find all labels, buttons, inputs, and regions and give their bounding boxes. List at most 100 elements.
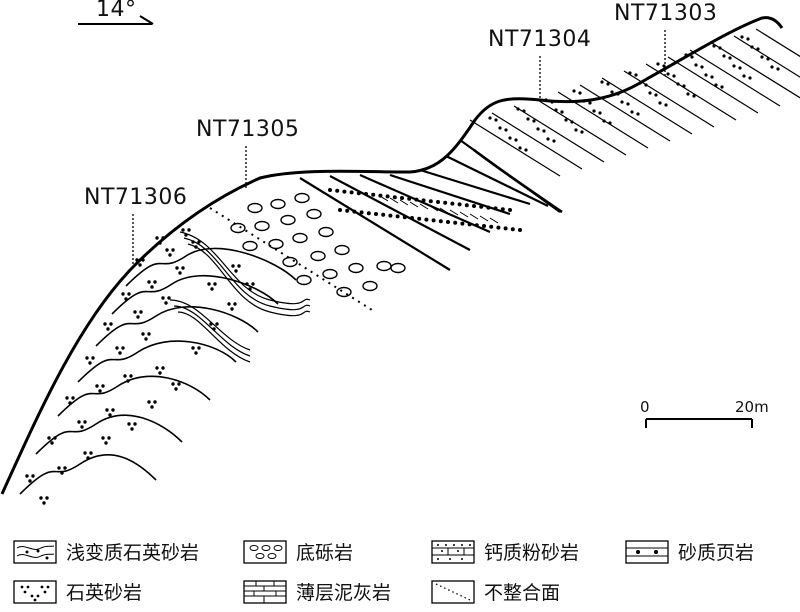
right-sandstone-dot	[648, 91, 651, 94]
right-sandstone-dot	[636, 112, 639, 115]
quartz-sandstone-dot-cluster	[194, 351, 197, 354]
right-sandstone-dot	[526, 117, 529, 120]
calcareous-siltstone-dash	[410, 202, 418, 207]
right-sandstone-dot	[720, 85, 723, 88]
sandy-shale-dot	[496, 226, 500, 230]
calcareous-siltstone-dash	[400, 200, 408, 205]
quartz-sandstone-dot-cluster	[191, 346, 194, 349]
conglomerate-pebble	[293, 234, 307, 243]
quartz-sandstone-dot-cluster	[251, 282, 254, 285]
conglomerate-pebble	[311, 252, 325, 261]
conglomerate-pebble	[391, 264, 405, 273]
sandy-shale-dot	[472, 204, 476, 208]
quartz-sandstone-dot-cluster	[98, 389, 101, 392]
sample-label-nt71306: NT71306	[84, 185, 187, 210]
right-sandstone-dot	[692, 94, 695, 97]
conglomerate-pebble	[283, 258, 297, 267]
quartz-sandstone-dot-cluster	[177, 382, 180, 385]
quartz-sandstone-dot-cluster	[213, 282, 216, 285]
right-sandstone-dot	[488, 116, 491, 119]
scale-bar: 0 20m	[640, 398, 769, 428]
quartz-sandstone-bed-line	[58, 376, 210, 416]
sandy-shale-dot	[414, 198, 418, 202]
quartz-sandstone-dot-cluster	[105, 408, 108, 411]
right-sandstone-dot	[572, 89, 575, 92]
sandy-shale-dot	[501, 207, 505, 211]
right-sandstone-dot	[714, 83, 717, 86]
right-sandstone-dot	[722, 54, 725, 57]
orientation-indicator: 14°	[78, 0, 153, 24]
quartz-sandstone-dot-cluster	[129, 374, 132, 377]
right-sandstone-dot	[728, 56, 731, 59]
quartz-sandstone-dot-cluster	[147, 280, 150, 283]
conglomerate-pebble	[231, 224, 245, 233]
right-sandstone-bed-line	[536, 99, 626, 155]
quartz-sandstone-dot-cluster	[133, 310, 136, 313]
legend-item-thin-bedded-argillaceous-limestone: 薄层泥灰岩	[244, 581, 391, 604]
right-sandstone-dot	[644, 83, 647, 86]
quartz-sandstone-dot-cluster	[150, 405, 153, 408]
sandy-shale-dot	[364, 192, 368, 196]
quartz-sandstone-dot-cluster	[53, 436, 56, 439]
quartz-sandstone-dot-cluster	[28, 479, 31, 482]
quartz-sandstone-bed-line	[36, 415, 182, 454]
quartz-sandstone-dot-cluster	[138, 263, 141, 266]
quartz-sandstone-dot-cluster	[139, 310, 142, 313]
right-sandstone-dot	[552, 139, 555, 142]
right-sandstone-dot	[748, 76, 751, 79]
right-sandstone-dot	[592, 109, 595, 112]
quartz-sandstone-dot-cluster	[231, 264, 234, 267]
right-sandstone-dot	[516, 107, 519, 110]
right-sandstone-dot	[628, 71, 631, 74]
right-sandstone-dot	[598, 111, 601, 114]
quartz-sandstone-dot-cluster	[121, 346, 124, 349]
sandy-shale-dot	[417, 217, 421, 221]
quartz-sandstone-dot-cluster	[80, 425, 83, 428]
quartz-sandstone-dot-cluster	[144, 337, 147, 340]
quartz-sandstone-dot-cluster	[227, 302, 230, 305]
right-sandstone-dot	[740, 35, 743, 38]
legend-item-basal-conglomerate: 底砾岩	[244, 541, 353, 564]
sandy-shale-dot	[486, 206, 490, 210]
right-sandstone-dot	[756, 47, 759, 50]
quartz-sandstone-dot-cluster	[178, 271, 181, 274]
right-sandstone-dot	[682, 84, 685, 87]
conglomerate-pebble	[243, 242, 257, 251]
sandy-shale-dot	[432, 218, 436, 222]
quartz-sandstone-dot-cluster	[158, 371, 161, 374]
right-sandstone-dot	[570, 120, 573, 123]
quartz-sandstone-dot-cluster	[39, 496, 42, 499]
right-sandstone-dot	[690, 55, 693, 58]
legend-label-unconformity: 不整合面	[484, 582, 560, 604]
quartz-sandstone-dot-cluster	[63, 466, 66, 469]
sandy-shale-dot	[494, 206, 498, 210]
quartz-sandstone-dot-cluster	[104, 441, 107, 444]
right-sandstone-dot	[776, 67, 779, 70]
sandy-shale-dot	[342, 190, 346, 194]
sandy-shale-dot	[400, 196, 404, 200]
sandy-shale-dot	[489, 225, 493, 229]
quartz-sandstone-dot-cluster	[71, 396, 74, 399]
right-sandstone-dot	[602, 119, 605, 122]
quartz-sandstone-dot-cluster	[101, 436, 104, 439]
quartz-sandstone-dot-cluster	[161, 366, 164, 369]
calcareous-siltstone-dash	[460, 212, 468, 217]
scale-bar-start-label: 0	[640, 398, 650, 416]
sandy-shale-dot	[407, 197, 411, 201]
conglomerate-pebble	[377, 262, 391, 271]
sandy-shale-dot	[429, 199, 433, 203]
legend-label-low-grade-quartz-sandstone: 浅变质石英砂岩	[66, 542, 199, 564]
legend-label-calcareous-siltstone: 钙质粉砂岩	[484, 542, 579, 564]
calcareous-siltstone-dash	[470, 214, 478, 219]
right-sandstone-dot	[522, 109, 525, 112]
quartz-sandstone-dot-cluster	[155, 366, 158, 369]
quartz-sandstone-dot-cluster	[175, 266, 178, 269]
quartz-sandstone-dot-cluster	[95, 384, 98, 387]
quartz-sandstone-dot-cluster	[153, 400, 156, 403]
quartz-sandstone-dot-cluster	[89, 451, 92, 454]
quartz-sandstone-dot-cluster	[165, 248, 168, 251]
quartz-sandstone-dot-cluster	[155, 236, 158, 239]
right-sandstone-dot	[718, 46, 721, 49]
